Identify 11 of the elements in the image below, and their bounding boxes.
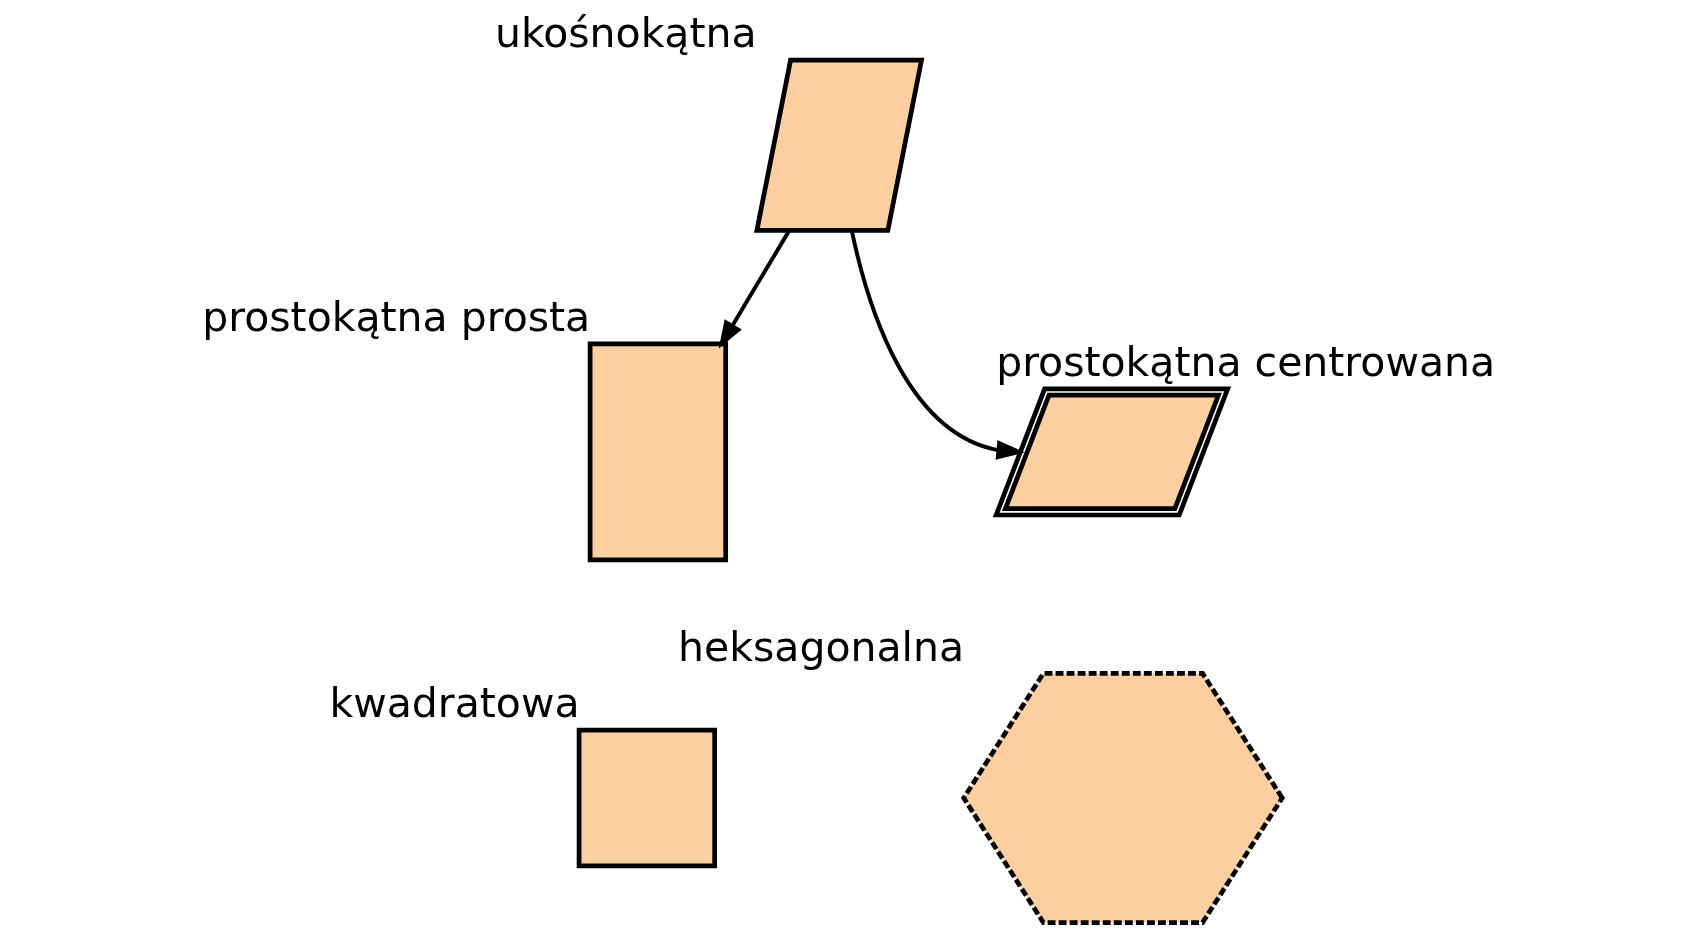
node-rectangle [587, 341, 728, 563]
node-label: prostokątna prosta [201, 293, 590, 342]
node-label: ukośnokątna [494, 9, 757, 58]
node-parallelogram [753, 57, 924, 233]
arrow [718, 229, 791, 349]
arrow [849, 230, 1025, 460]
node-label: prostokątna centrowana [995, 337, 1495, 386]
node-square [576, 727, 717, 869]
node-hexagon [960, 671, 1285, 925]
node-label: heksagonalna [677, 622, 964, 671]
node-label: kwadratowa [329, 679, 580, 728]
